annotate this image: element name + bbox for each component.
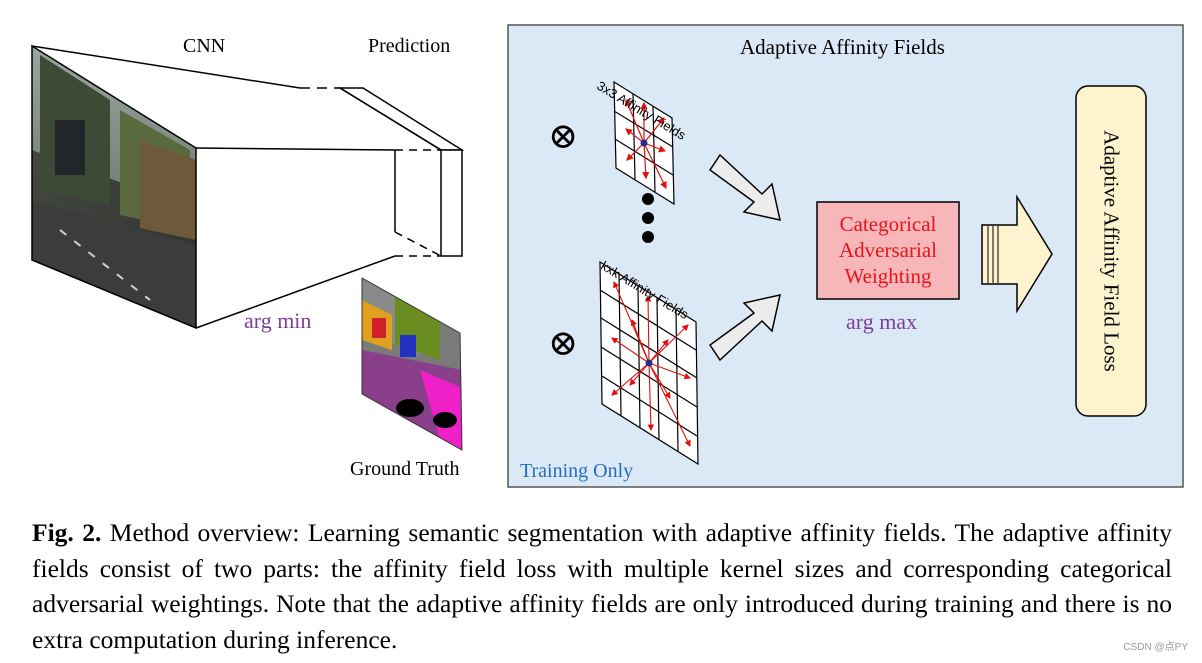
otimes-top-icon: ⊗: [548, 116, 579, 156]
caw-line-1: Categorical: [839, 212, 937, 236]
arrow-down-right-icon: [708, 153, 781, 221]
arg-max-label: arg max: [846, 309, 918, 334]
prediction-block: [337, 87, 465, 257]
affinity-field-loss-box: [1075, 85, 1147, 417]
aaf-loss-label: Adaptive Affinity Field Loss: [1099, 130, 1124, 372]
prediction-label: Prediction: [368, 35, 451, 57]
arrow-up-right-icon: [708, 294, 781, 362]
affinity-grid-kxk: [599, 260, 699, 466]
arrow-right-icon: [981, 194, 1053, 314]
caption-fig-number: Fig. 2.: [32, 518, 102, 547]
method-overview-diagram: [31, 24, 1184, 488]
caption-text: Method overview: Learning semantic segme…: [32, 518, 1172, 654]
caw-line-2: Adversarial: [839, 238, 937, 262]
otimes-bottom-icon: ⊗: [548, 323, 579, 363]
training-only-label: Training Only: [520, 460, 634, 482]
arg-min-label: arg min: [244, 308, 312, 333]
caw-text: Categorical Adversarial Weighting: [817, 211, 959, 289]
caw-line-3: Weighting: [844, 264, 932, 288]
affinity-grid-3x3: [613, 80, 675, 206]
ground-truth-map: [362, 278, 462, 450]
ground-truth-label: Ground Truth: [350, 458, 460, 480]
ellipsis-dots: [642, 193, 654, 243]
cnn-block: [31, 45, 442, 329]
aaf-title: Adaptive Affinity Fields: [740, 35, 945, 59]
categorical-adversarial-weighting-box: [816, 201, 960, 300]
figure-caption: Fig. 2. Method overview: Learning semant…: [32, 515, 1172, 657]
cnn-label: CNN: [183, 35, 226, 57]
watermark: CSDN @点PY: [1123, 642, 1188, 653]
